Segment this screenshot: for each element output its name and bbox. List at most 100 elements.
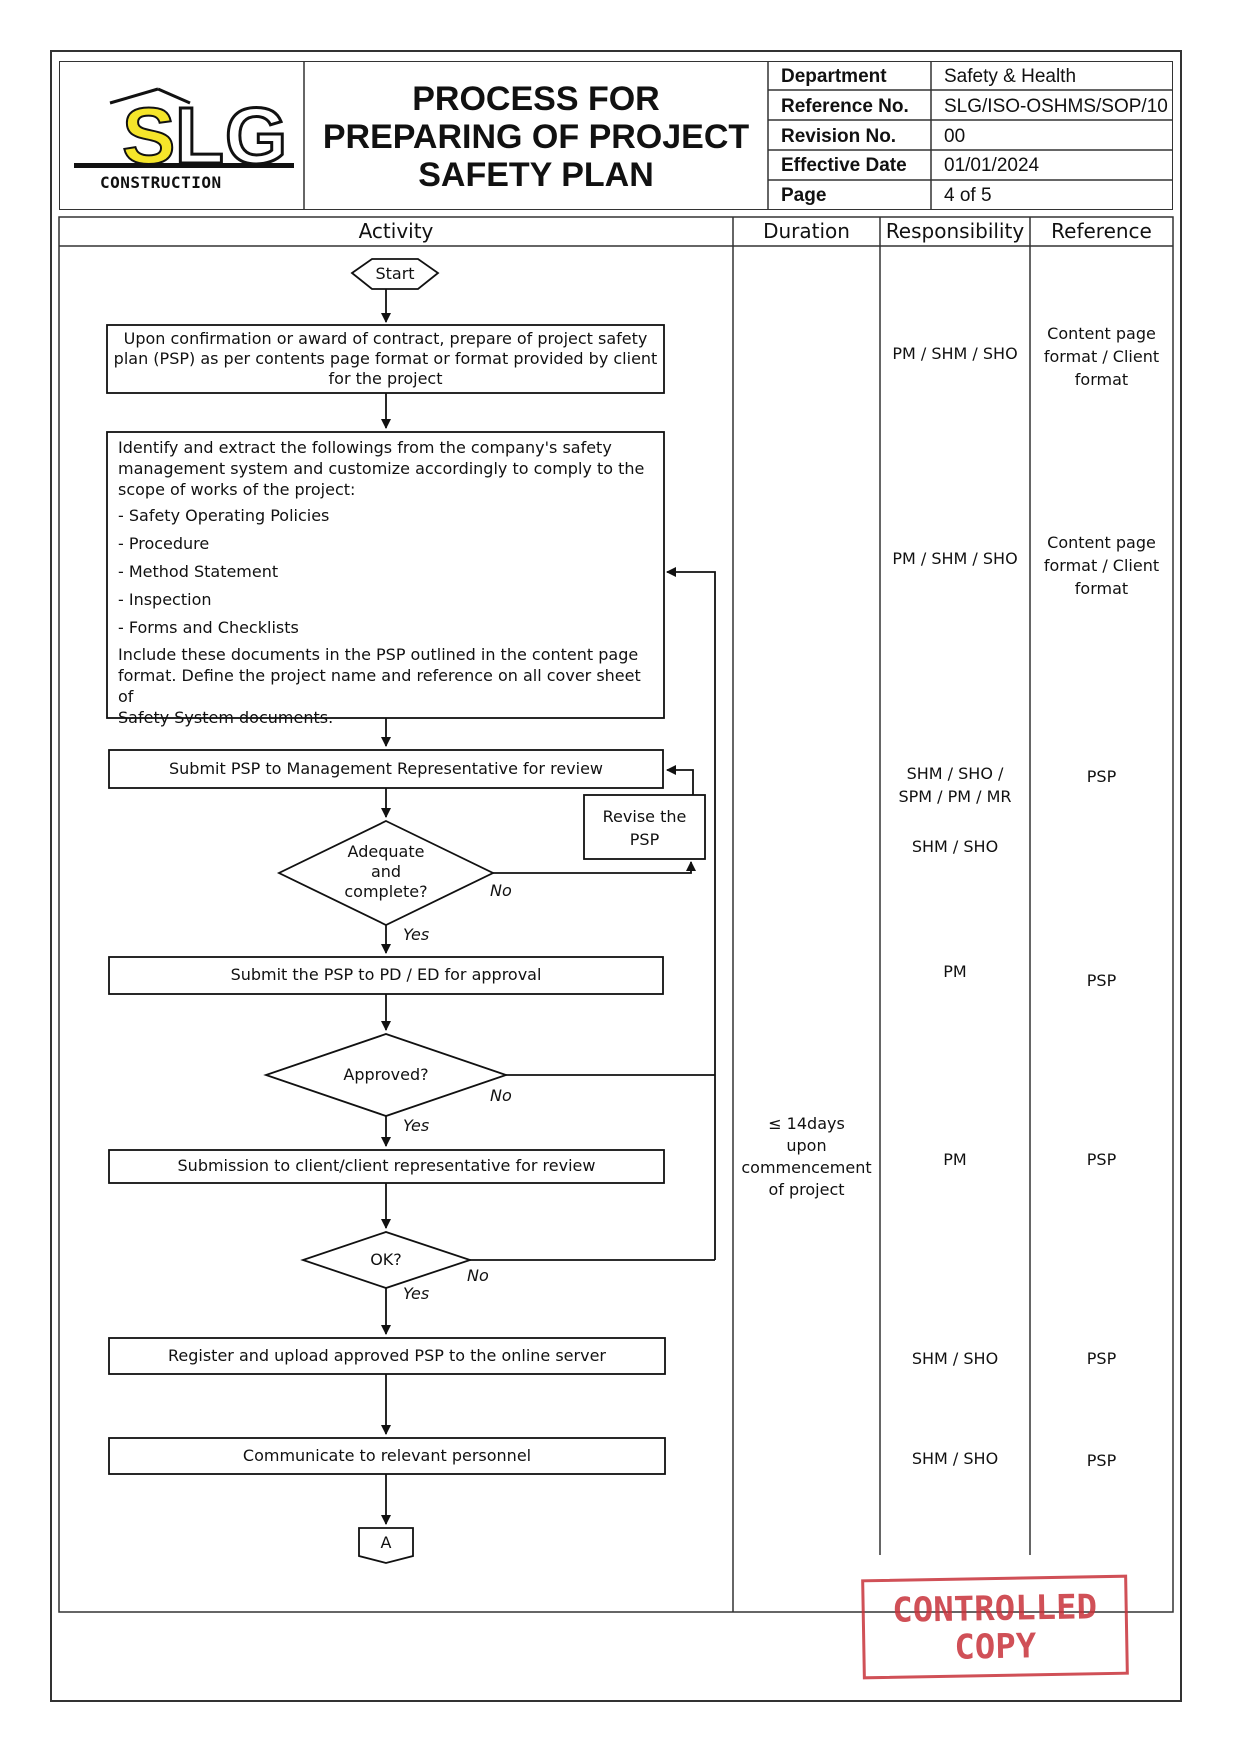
text-line: plan (PSP) as per contents page format o… (113, 349, 658, 368)
stamp-line: CONTROLLED (891, 1587, 1098, 1631)
svg-text:L: L (175, 91, 224, 180)
text-line: Revise the (602, 807, 687, 826)
list-item: - Inspection (118, 590, 212, 609)
decision-approved-no-label: No (490, 1086, 512, 1105)
meta-label-reference: Reference No. (781, 96, 909, 117)
text-line: PSP (629, 830, 660, 849)
text-line: format / Client (1043, 556, 1160, 575)
list-item: - Forms and Checklists (118, 618, 299, 637)
step-submit-pd-box (108, 956, 664, 995)
meta-value-reference: SLG/ISO-OSHMS/SOP/10 (944, 96, 1168, 117)
step-submit-pd-text: Submit the PSP to PD / ED for approval (230, 965, 542, 984)
logo-tagline: CONSTRUCTION (100, 173, 222, 192)
step-submit-client-box (108, 1149, 665, 1184)
reference-step5: PSP (1086, 1150, 1117, 1169)
step-prepare-psp-text: Upon confirmation or award of contract, … (110, 329, 661, 389)
text-line: of project (768, 1180, 845, 1199)
text-line: format / Client (1043, 347, 1160, 366)
meta-value-page: 4 of 5 (944, 185, 992, 206)
meta-value-revision: 00 (944, 126, 966, 147)
decision-approved-yes-label: Yes (403, 1116, 430, 1135)
responsibility-step5: PM (943, 1150, 967, 1169)
step-submit-mr-text: Submit PSP to Management Representative … (169, 759, 603, 778)
start-label: Start (375, 264, 415, 283)
text-line: Content page (1047, 533, 1156, 552)
decision-adequate-no-label: No (490, 881, 512, 900)
list-item: - Safety Operating Policies (118, 506, 330, 525)
title-line: PROCESS FOR (412, 80, 660, 118)
decision-adequate-yes-label: Yes (403, 925, 430, 944)
text-line: format (1074, 370, 1129, 389)
slg-logo-mark: S L G (74, 87, 294, 182)
list-item: - Procedure (118, 534, 210, 553)
revise-psp-box (583, 794, 706, 860)
meta-label-department: Department (781, 66, 887, 87)
responsibility-step3: SHM / SHO / SPM / PM / MR (880, 762, 1030, 808)
text-line: and (370, 862, 402, 881)
text-line: SPM / PM / MR (898, 787, 1012, 806)
reference-step2: Content page format / Client format (1030, 531, 1173, 600)
svg-text:S: S (122, 91, 175, 180)
connector-a-label: A (380, 1533, 392, 1552)
text-line: Include these documents in the PSP outli… (118, 645, 639, 664)
document-title: PROCESS FOR PREPARING OF PROJECT SAFETY … (304, 80, 768, 194)
svg-text:G: G (225, 91, 287, 180)
body-table (58, 216, 1174, 1613)
responsibility-decision1: SHM / SHO (911, 837, 999, 856)
header-frame (59, 61, 1173, 210)
text-line: scope of works of the project: (118, 480, 356, 499)
reference-step1: Content page format / Client format (1030, 322, 1173, 391)
step-submit-client-text: Submission to client/client representati… (177, 1156, 596, 1175)
text-line: Safety System documents. (118, 708, 334, 727)
meta-label-effective-date: Effective Date (781, 155, 907, 176)
decision-ok-no-label: No (467, 1266, 489, 1285)
company-logo: S L G CONSTRUCTION (70, 85, 295, 195)
responsibility-step6: SHM / SHO (911, 1349, 999, 1368)
reference-step7: PSP (1086, 1451, 1117, 1470)
reference-step6: PSP (1086, 1349, 1117, 1368)
text-line: format. Define the project name and refe… (118, 666, 641, 706)
responsibility-step2: PM / SHM / SHO (892, 549, 1018, 568)
meta-value-effective-date: 01/01/2024 (944, 155, 1040, 176)
column-header-duration: Duration (763, 219, 850, 243)
revise-psp-text: Revise the PSP (584, 805, 705, 851)
text-line: Content page (1047, 324, 1156, 343)
text-line: for the project (328, 369, 443, 388)
step-submit-mr-box (108, 749, 664, 789)
text-line: commencement (741, 1158, 872, 1177)
decision-adequate-text: Adequate and complete? (326, 842, 446, 902)
step-register-upload-text: Register and upload approved PSP to the … (168, 1346, 606, 1365)
controlled-copy-stamp: CONTROLLED COPY (861, 1574, 1129, 1680)
text-line: ≤ 14days (768, 1114, 845, 1133)
meta-label-revision: Revision No. (781, 126, 897, 147)
text-line: Adequate (347, 842, 425, 861)
column-header-reference: Reference (1051, 219, 1152, 243)
decision-ok-yes-label: Yes (403, 1284, 430, 1303)
offpage-connector-a (358, 1527, 414, 1564)
step-communicate-text: Communicate to relevant personnel (242, 1446, 532, 1465)
column-header-responsibility: Responsibility (885, 219, 1025, 243)
text-line: Identify and extract the followings from… (118, 438, 612, 457)
step-identify-extract-text: Identify and extract the followings from… (118, 437, 658, 728)
decision-ok-text: OK? (370, 1250, 402, 1269)
meta-value-department: Safety & Health (944, 66, 1077, 87)
title-line: PREPARING OF PROJECT (322, 118, 750, 156)
title-line: SAFETY PLAN (418, 156, 654, 194)
text-line: SHM / SHO / (906, 764, 1004, 783)
stamp-line: COPY (954, 1626, 1037, 1668)
step-communicate-box (108, 1437, 666, 1475)
start-terminator (350, 258, 440, 290)
text-line: management system and customize accordin… (118, 459, 645, 478)
reference-step3: PSP (1086, 767, 1117, 786)
duration-cell: ≤ 14days upon commencement of project (733, 1113, 880, 1201)
decision-approved-text: Approved? (343, 1065, 429, 1084)
text-line: format (1074, 579, 1129, 598)
responsibility-step4: PM (943, 962, 967, 981)
step-register-upload-box (108, 1337, 666, 1375)
step-identify-extract-box (106, 431, 665, 719)
responsibility-step7: SHM / SHO (911, 1449, 999, 1468)
text-line: Upon confirmation or award of contract, … (123, 329, 648, 348)
page-outer-border (50, 50, 1182, 1702)
text-line: upon (786, 1136, 827, 1155)
